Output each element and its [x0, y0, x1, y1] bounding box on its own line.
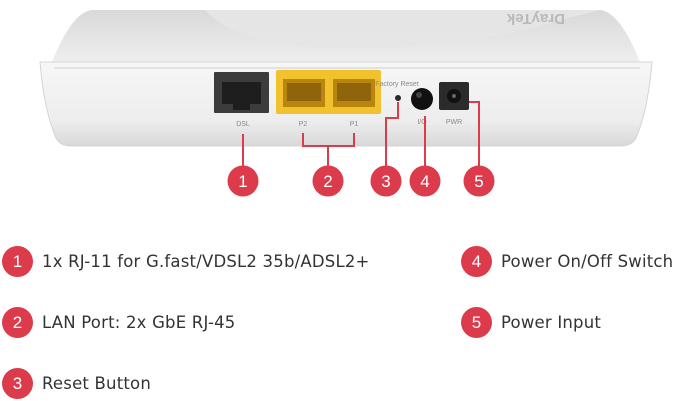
- legend-badge-5: 5: [461, 307, 492, 338]
- legend-badge-3: 3: [2, 368, 33, 399]
- callout-5-line: [469, 101, 480, 166]
- callout-3-number: 3: [381, 172, 390, 191]
- power-input-pin: [452, 94, 456, 98]
- lan-port-p1-label: P1: [350, 121, 359, 128]
- router-top-wave: [205, 10, 600, 49]
- legend-item-3: 3 Reset Button: [2, 368, 151, 399]
- legend-text-4: Power On/Off Switch: [501, 252, 674, 271]
- legend-text-5: Power Input: [501, 313, 602, 332]
- legend-text-2: LAN Port: 2x GbE RJ-45: [42, 313, 236, 332]
- legend-item-4: 4 Power On/Off Switch: [461, 246, 673, 277]
- legend-text-1: 1x RJ-11 for G.fast/VDSL2 35b/ADSL2+: [42, 252, 370, 271]
- power-input-label: PWR: [446, 119, 462, 126]
- callout-3-line: [385, 102, 399, 166]
- router-back-panel-illustration: DrayTek DSL P2 P1 Factory Reset I/O PWR …: [39, 10, 653, 197]
- legend-item-5: 5 Power Input: [461, 307, 601, 338]
- callout-4-badge: [409, 165, 441, 197]
- dsl-port-cavity: [222, 82, 261, 104]
- legend-badge-4: 4: [461, 246, 492, 277]
- callout-2-number: 2: [323, 172, 332, 191]
- callout-5-badge: [463, 165, 495, 197]
- brand-logo: DrayTek: [506, 10, 565, 27]
- callout-2-bracket: [302, 133, 355, 166]
- legend-text-3: Reset Button: [42, 374, 152, 393]
- power-switch-highlight: [416, 92, 422, 98]
- callout-2-badge: [312, 165, 344, 197]
- dsl-port-tab: [233, 104, 250, 110]
- callout-1-badge: [227, 165, 259, 197]
- legend-item-2: 2 LAN Port: 2x GbE RJ-45: [2, 307, 236, 338]
- callout-1-number: 1: [238, 172, 247, 191]
- callout-3-badge: [370, 165, 402, 197]
- reset-hole: [395, 95, 401, 101]
- callout-4-number: 4: [420, 172, 429, 191]
- legend-badge-1: 1: [2, 246, 33, 277]
- legend-badge-2: 2: [2, 307, 33, 338]
- power-switch: [411, 88, 433, 110]
- callout-5-number: 5: [474, 172, 483, 191]
- power-switch-label: I/O: [417, 119, 427, 126]
- dsl-port-label: DSL: [236, 121, 250, 128]
- lan-port-p1-inner: [337, 83, 371, 101]
- reset-label: Factory Reset: [375, 81, 419, 88]
- legend-item-1: 1 1x RJ-11 for G.fast/VDSL2 35b/ADSL2+: [2, 246, 370, 277]
- lan-port-p2-inner: [287, 83, 321, 101]
- lan-port-p2-label: P2: [299, 121, 308, 128]
